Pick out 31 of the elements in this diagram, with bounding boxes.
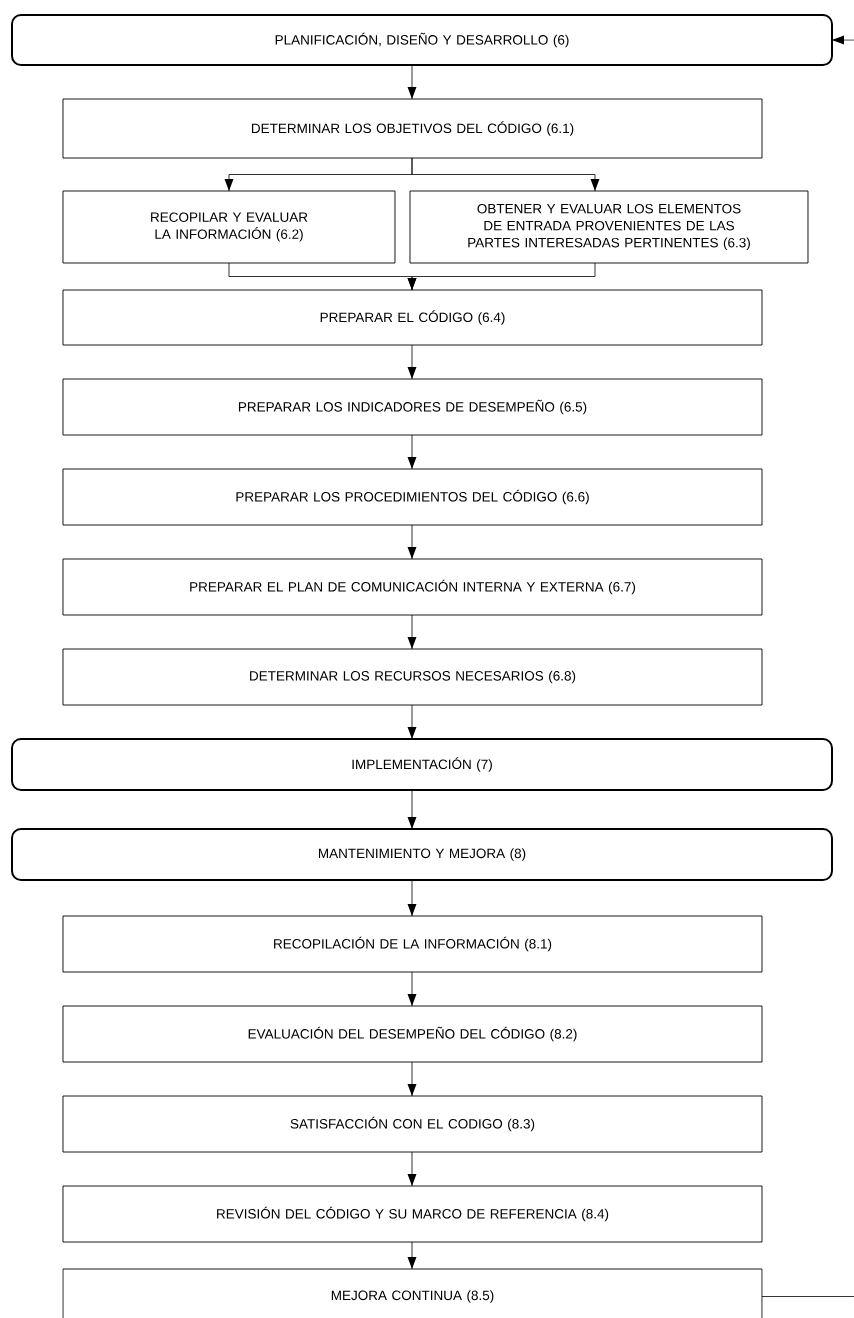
process-box: REVISIÓN DEL CÓDIGO Y SU MARCO DE REFERENCIA (8.4) [62,1185,763,1243]
process-box: PREPARAR LOS INDICADORES DE DESEMPEÑO (6.5) [62,378,763,436]
process-box: SATISFACCIÓN CON EL CODIGO (8.3) [62,1095,763,1153]
arrow [407,64,417,100]
arrow [407,524,417,560]
arrow [407,434,417,470]
process-box: OBTENER Y EVALUAR LOS ELEMENTOS DE ENTRADA PROVENIENTES DE LAS PARTES INTERESADAS PERTINENTES (6.3) [409,190,809,264]
stage-box: MANTENIMIENTO Y MEJORA (8) [11,828,833,881]
process-box: RECOPILAR Y EVALUAR LA INFORMACIÓN (6.2) [62,190,396,264]
process-box: PREPARAR EL CÓDIGO (6.4) [62,289,763,346]
stage-box: IMPLEMENTACIÓN (7) [11,738,833,791]
arrow [407,789,417,830]
arrow [407,971,417,1007]
arrow [407,262,596,291]
process-box: MEJORA CONTINUA (8.5) [62,1268,763,1318]
stage-box: PLANIFICACIÓN, DISEÑO Y DESARROLLO (6) [11,14,833,66]
process-box: RECOPILACIÓN DE LA INFORMACIÓN (8.1) [62,915,763,973]
arrow [407,344,417,380]
arrow [407,1241,417,1270]
process-box: PREPARAR LOS PROCEDIMIENTOS DEL CÓDIGO (6.6) [62,468,763,526]
process-box: PREPARAR EL PLAN DE COMUNICACIÓN INTERNA Y EXTERNA (6.7) [62,558,763,616]
arrow [407,1151,417,1187]
arrow [407,879,417,917]
arrow [831,35,854,45]
arrow [407,1061,417,1097]
arrow [407,704,417,740]
process-box: DETERMINAR LOS OBJETIVOS DEL CÓDIGO (6.1) [62,98,763,159]
arrow [407,614,417,650]
process-box: EVALUACIÓN DEL DESEMPEÑO DEL CÓDIGO (8.2) [62,1005,763,1063]
process-box: DETERMINAR LOS RECURSOS NECESARIOS (6.8) [62,648,763,706]
arrow [411,157,600,192]
